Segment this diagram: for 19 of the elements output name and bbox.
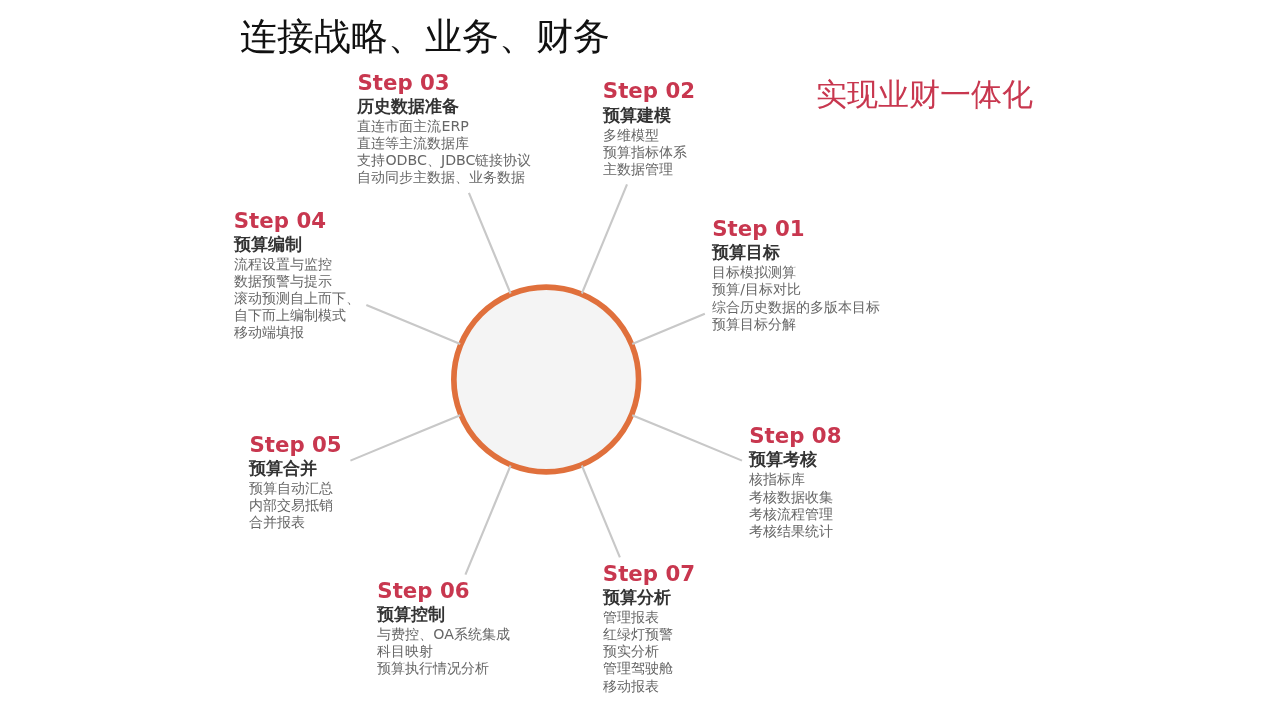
node-text: Step 05 预算合并 预算自动汇总 内部交易抵销 合并报表 (249, 431, 342, 531)
node-text: Step 03 历史数据准备 直连市面主流ERP 直连等主流数据库 支持ODBC、JDBC链接协议 自动同步主数据、业务数据 (357, 69, 532, 186)
node-text: Step 01 预算目标 目标模拟测算 预算/目标对比 综合历史数据的多版本目标 预算目标分解 (712, 216, 881, 332)
connector (631, 414, 743, 462)
node-text: Step 06 预算控制 与费控、OA系统集成 科目映射 预算执行情况分析 (377, 578, 510, 677)
node-text: Step 02 预算建模 多维模型 预算指标体系 主数据管理 (602, 78, 696, 177)
connector (467, 192, 512, 294)
node-text: Step 08 预算考核 核指标库 考核数据收集 考核流程管理 考核结果统计 (749, 423, 842, 539)
node-text: Step 04 预算编制 流程设置与监控 数据预警与提示 滚动预测自上而下、 自下而上编制模式 移动端填报 (233, 207, 360, 341)
connector (580, 465, 621, 558)
diagram-title: 连接战略、业务、财务 (239, 15, 610, 59)
connector (631, 312, 706, 345)
connector (365, 304, 461, 345)
label: 实现业财一体化 (815, 75, 1033, 112)
connector (464, 465, 512, 575)
node-text: Step 07 预算分析 管理报表 红绿灯预警 预实分析 管理驾驶舱 移动报表 (602, 561, 696, 694)
connector (580, 184, 628, 294)
node-circle (451, 284, 642, 475)
connector (350, 414, 461, 462)
